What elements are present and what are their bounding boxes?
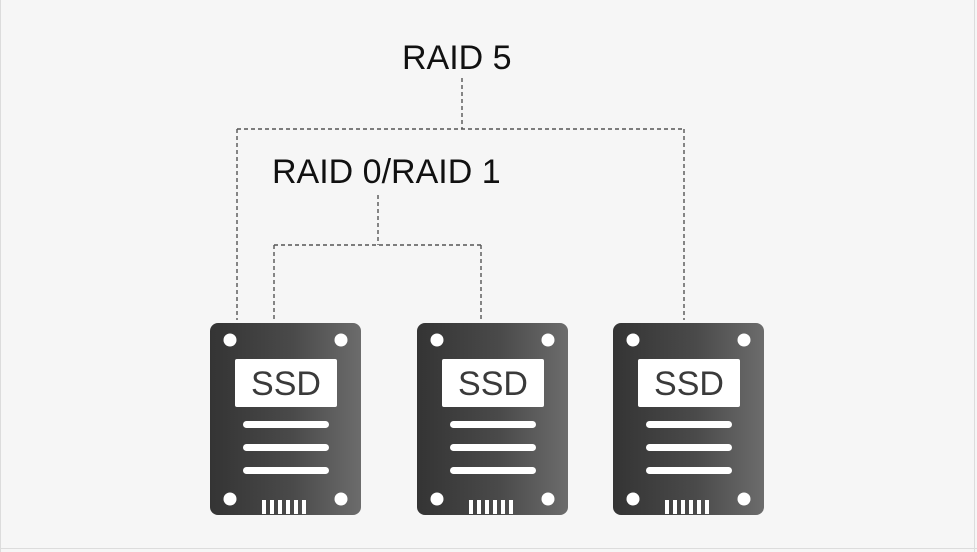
- ssd-drive-body: [613, 323, 764, 515]
- ssd-label-plate: [442, 359, 544, 407]
- ssd-label: SSD: [251, 365, 321, 403]
- screw-hole: [541, 492, 555, 506]
- ssd-drive-1: SSD: [210, 323, 361, 515]
- ssd-drive-2: SSD: [417, 323, 568, 515]
- vent-stripe: [243, 444, 329, 451]
- screw-hole: [430, 492, 444, 506]
- connector-pins: [262, 500, 306, 514]
- screw-hole: [737, 333, 751, 347]
- connector-pins: [469, 500, 513, 514]
- ssd-drive-3: SSD: [613, 323, 764, 515]
- vent-stripe: [646, 421, 732, 428]
- connector-pins: [665, 500, 709, 514]
- vent-stripe: [646, 444, 732, 451]
- screw-hole: [430, 333, 444, 347]
- raid5-label: RAID 5: [402, 39, 512, 77]
- screw-hole: [626, 333, 640, 347]
- vent-stripe: [243, 421, 329, 428]
- ssd-label: SSD: [654, 365, 724, 403]
- frame-left-edge: [0, 0, 1, 552]
- vent-stripe: [450, 444, 536, 451]
- screw-hole: [541, 333, 555, 347]
- vent-stripe: [450, 421, 536, 428]
- raid01-label: RAID 0/RAID 1: [272, 153, 501, 191]
- ssd-drive-body: [417, 323, 568, 515]
- vent-stripe: [450, 467, 536, 474]
- screw-hole: [626, 492, 640, 506]
- vent-stripe: [646, 467, 732, 474]
- vent-stripe: [243, 467, 329, 474]
- raid01-connector: [273, 195, 482, 320]
- screw-hole: [737, 492, 751, 506]
- frame-bottom-edge: [0, 548, 977, 549]
- screw-hole: [334, 333, 348, 347]
- ssd-drive-body: [210, 323, 361, 515]
- screw-hole: [334, 492, 348, 506]
- raid5-connector: [236, 78, 685, 320]
- frame-right-edge: [974, 0, 975, 552]
- ssd-label: SSD: [458, 365, 528, 403]
- ssd-label-plate: [638, 359, 740, 407]
- screw-hole: [223, 333, 237, 347]
- screw-hole: [223, 492, 237, 506]
- ssd-label-plate: [235, 359, 337, 407]
